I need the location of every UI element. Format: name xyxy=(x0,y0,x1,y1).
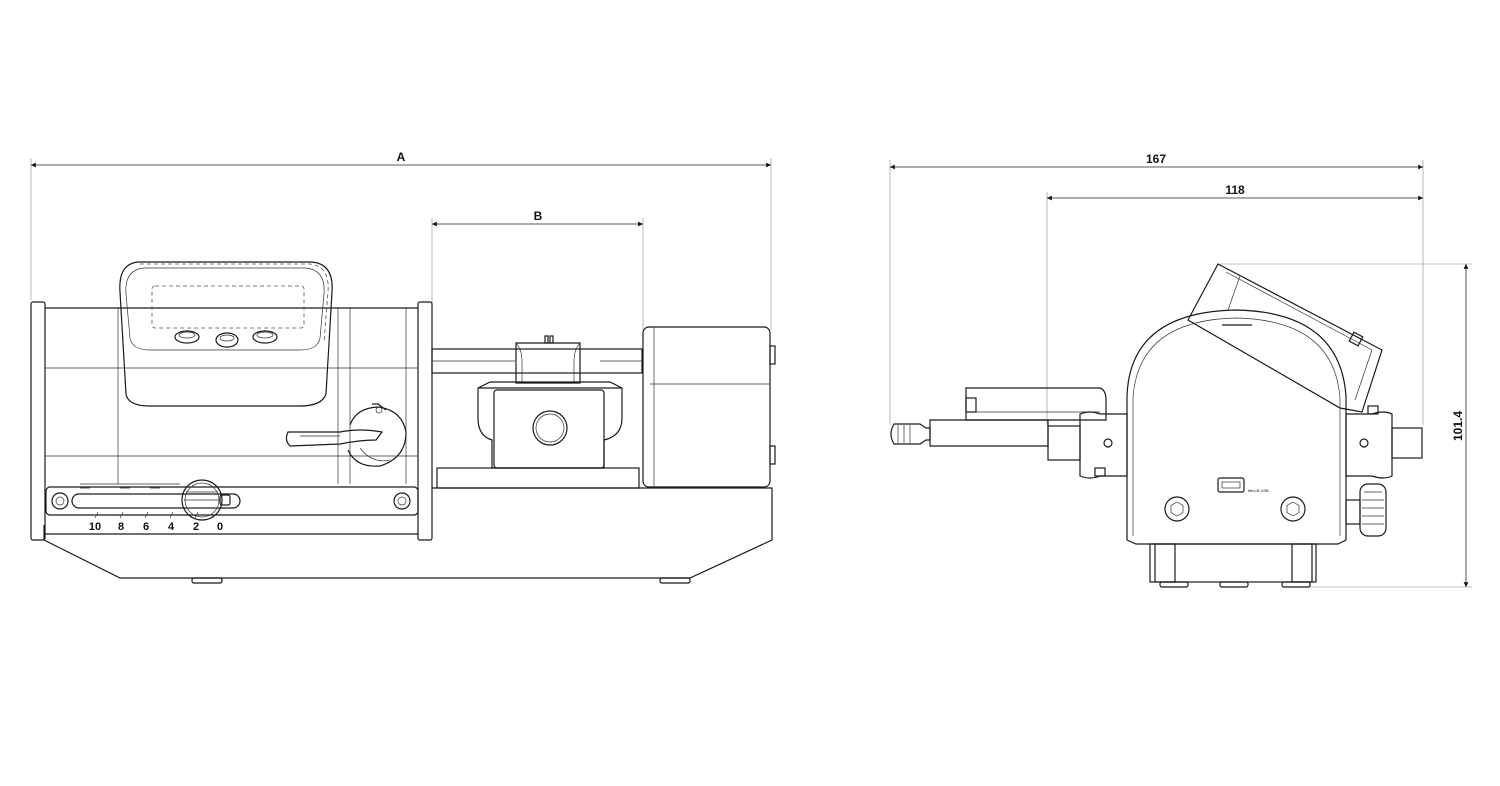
dimension-b: B xyxy=(431,209,644,350)
dimension-a-label: A xyxy=(397,150,406,164)
foot-left xyxy=(191,577,223,584)
dimension-b-label: B xyxy=(534,209,543,223)
side-display xyxy=(1187,263,1383,413)
scale-bar: 10 8 6 4 2 0 xyxy=(45,483,419,533)
usb-port-caption: Mini-B USB xyxy=(1248,488,1269,493)
scale-tick-10: 10 xyxy=(89,521,101,533)
lcd-screen xyxy=(151,285,305,329)
side-base xyxy=(1149,543,1317,588)
side-clamp-right xyxy=(1345,405,1423,479)
lock-lever xyxy=(285,403,407,467)
scale-tick-4: 4 xyxy=(168,521,175,533)
adjustment-knob[interactable] xyxy=(181,479,231,521)
side-body: Mini-B USB xyxy=(1126,309,1347,545)
dimension-101-4: 101.4 xyxy=(1220,263,1472,588)
dimension-118: 118 xyxy=(1046,183,1423,425)
scale-tick-6: 6 xyxy=(143,521,149,533)
scale-tick-2: 2 xyxy=(193,521,199,533)
foot-right xyxy=(659,577,691,584)
usb-port[interactable] xyxy=(1217,477,1245,493)
side-clamp-left xyxy=(1047,411,1128,479)
dimension-167: 167 xyxy=(889,152,1424,425)
hex-screw-right xyxy=(1280,496,1306,522)
dimension-101-4-label: 101.4 xyxy=(1451,411,1465,441)
scale-ticks xyxy=(94,511,199,519)
hex-screw-left xyxy=(1164,496,1190,522)
front-view: A B xyxy=(30,150,776,584)
scale-tick-8: 8 xyxy=(118,521,124,533)
display-button-left[interactable] xyxy=(174,330,200,344)
guide-rod xyxy=(431,348,643,374)
scale-tick-0: 0 xyxy=(217,521,223,533)
carriage-clamp xyxy=(436,335,640,489)
side-knob[interactable] xyxy=(1345,483,1387,537)
dimension-118-label: 118 xyxy=(1225,183,1245,197)
dimension-a: A xyxy=(30,150,772,330)
motor-housing xyxy=(642,326,776,488)
base-plate xyxy=(43,487,773,579)
display-button-center[interactable] xyxy=(215,332,239,348)
side-view: 167 118 101.4 Mini-B xyxy=(889,152,1472,588)
display-button-right[interactable] xyxy=(252,330,278,344)
dimension-167-label: 167 xyxy=(1146,152,1166,166)
digital-display xyxy=(119,261,333,407)
side-lever xyxy=(890,387,1107,447)
cylinder-body xyxy=(30,301,433,541)
